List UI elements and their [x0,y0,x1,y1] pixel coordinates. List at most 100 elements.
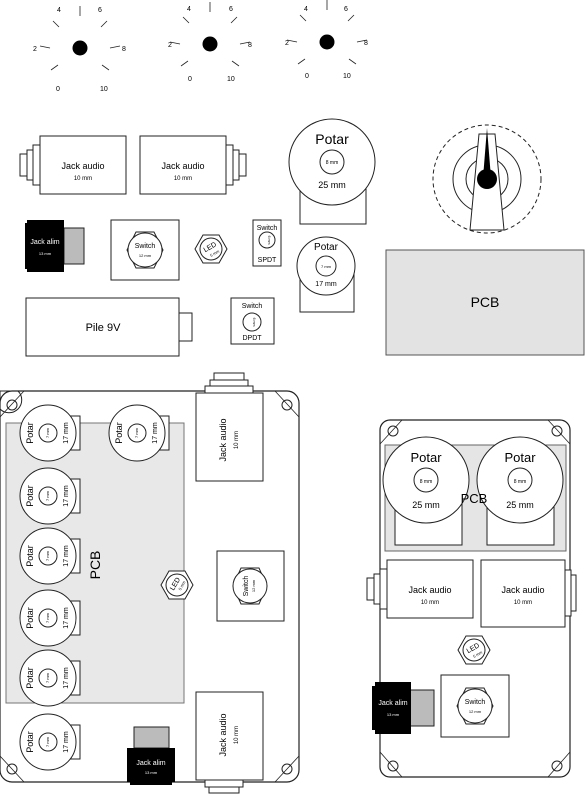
potar-size: 25 mm [318,180,346,190]
potar-label: Potar [314,242,339,253]
enclosure-small-potar-left: Potar 8 mm 25 mm [382,436,470,546]
potar-shaft-size: 8 mm [420,479,433,485]
potar-label: Potar [114,422,124,444]
switch-dpdt-size: 6 mm [252,318,256,327]
potar-shaft-size: 7 mm [134,427,139,438]
enclosure-led: LED 5 mm [160,570,194,600]
pcb-part: PCB [385,249,585,356]
pcb-label: PCB [87,551,103,580]
battery-9v-part: Pile 9V [25,297,193,357]
jack-audio-label: Jack audio [61,161,104,171]
knob-1-tick-2: 2 [33,46,37,53]
knob-dial-3 [286,0,368,65]
potar-shaft-size: 8 mm [326,160,339,166]
led-part: LED 5 mm [194,234,228,264]
knob-1-tick-10: 10 [100,86,108,93]
enclosure-small-jack-alim: Jack alim 13 mm [372,682,435,734]
jack-audio-label: Jack audio [501,585,544,595]
potar-size: 17 mm [63,667,70,689]
spdt-label: SPDT [258,257,277,264]
knob-3-tick-0: 0 [305,73,309,80]
knob-1-tick-4: 4 [57,7,61,14]
potar-size: 17 mm [315,281,337,288]
knob-3-tick-10: 10 [343,73,351,80]
switch-12mm-part: Switch 12 mm [110,219,180,281]
knob-1-tick-6: 6 [98,7,102,14]
switch-spdt-part: Switch 6 mm SPDT [252,219,282,267]
jack-audio-size: 10 mm [174,176,192,182]
knob-dial-1 [39,5,121,71]
potar-size: 17 mm [63,607,70,629]
potar-size: 25 mm [412,500,440,510]
enclosure-potar-3: Potar 17 mm 7 mm [19,467,81,525]
switch-size: 12 mm [139,253,152,258]
potar-label: Potar [25,485,35,507]
jack-alim-part: Jack alim 13 mm [25,220,85,272]
jack-alim-size: 13 mm [39,251,52,256]
knob-1-tick-8: 8 [122,46,126,53]
switch-dpdt-label: Switch [242,303,263,310]
enclosure-small-potar-right: Potar 8 mm 25 mm [476,436,564,546]
switch-label: Switch [243,576,250,597]
led-size: 5 mm [472,649,484,659]
potar-shaft-size: 7 mm [321,264,332,269]
jack-alim-label: Jack alim [378,700,407,707]
potar-size: 25 mm [506,500,534,510]
potar-label: Potar [25,422,35,444]
pointer-knob-part [432,124,542,234]
potar-shaft-size: 7 mm [45,427,50,438]
potar-label: Potar [410,450,442,465]
enclosure-small-jack-left: Jack audio 10 mm [366,559,474,619]
enclosure-small-jack-right: Jack audio 10 mm [480,559,577,628]
potar-17mm-part: Potar 7 mm 17 mm [296,236,356,313]
knob-2-tick-2: 2 [168,42,172,49]
potar-shaft-size: 7 mm [45,736,50,747]
enclosure-small-switch: Switch 12 mm [440,674,510,738]
potar-shaft-size: 7 mm [45,550,50,561]
enclosure-potar-4: Potar 17 mm 7 mm [19,527,81,585]
jack-alim-label: Jack alim [30,239,59,246]
enclosure-potar-5: Potar 17 mm 7 mm [19,589,81,647]
potar-label: Potar [504,450,536,465]
dpdt-label: DPDT [242,335,262,342]
knob-3-tick-6: 6 [344,6,348,13]
switch-label: Switch [135,243,156,250]
potar-shaft-size: 7 mm [45,490,50,501]
enclosure-potar-1: Potar 17 mm 7 mm [19,404,81,462]
knob-3-tick-8: 8 [364,40,368,47]
potar-25mm-part: Potar 8 mm 25 mm [288,118,376,225]
knob-2-tick-4: 4 [187,6,191,13]
jack-audio-size: 10 mm [234,431,240,449]
enclosure-switch: Switch 12 mm [216,550,285,622]
enclosure-small-pcb-label: PCB [461,491,488,506]
potar-label: Potar [25,731,35,753]
enclosure-jack-audio-top: Jack audio 10 mm [195,372,264,482]
jack-audio-part-1: Jack audio 10 mm [19,135,127,195]
led-size: 5 mm [209,248,221,258]
switch-label: Switch [465,699,486,706]
enclosure-jack-alim: Jack alim 13 mm [127,726,175,785]
potar-size: 17 mm [152,422,159,444]
enclosure-small-led: LED 5 mm [457,635,491,665]
switch-spdt-size: 6 mm [267,236,271,245]
knob-3-tick-4: 4 [304,6,308,13]
enclosure-jack-audio-bottom: Jack audio 10 mm [195,691,264,794]
switch-size: 12 mm [469,709,482,714]
switch-size: 12 mm [251,579,256,592]
jack-audio-size: 10 mm [421,600,439,606]
knob-dial-2 [169,1,251,67]
jack-audio-size: 10 mm [514,600,532,606]
potar-shaft-size: 7 mm [45,672,50,683]
jack-audio-label: Jack audio [218,713,228,756]
jack-audio-part-2: Jack audio 10 mm [139,135,247,195]
jack-alim-size: 13 mm [145,770,158,775]
pcb-label: PCB [471,294,500,310]
jack-audio-label: Jack audio [161,161,204,171]
knob-2-tick-0: 0 [188,76,192,83]
led-size: 5 mm [177,579,187,591]
potar-size: 17 mm [63,485,70,507]
knob-3-tick-2: 2 [285,40,289,47]
knob-2-tick-8: 8 [248,42,252,49]
battery-label: Pile 9V [86,322,122,334]
